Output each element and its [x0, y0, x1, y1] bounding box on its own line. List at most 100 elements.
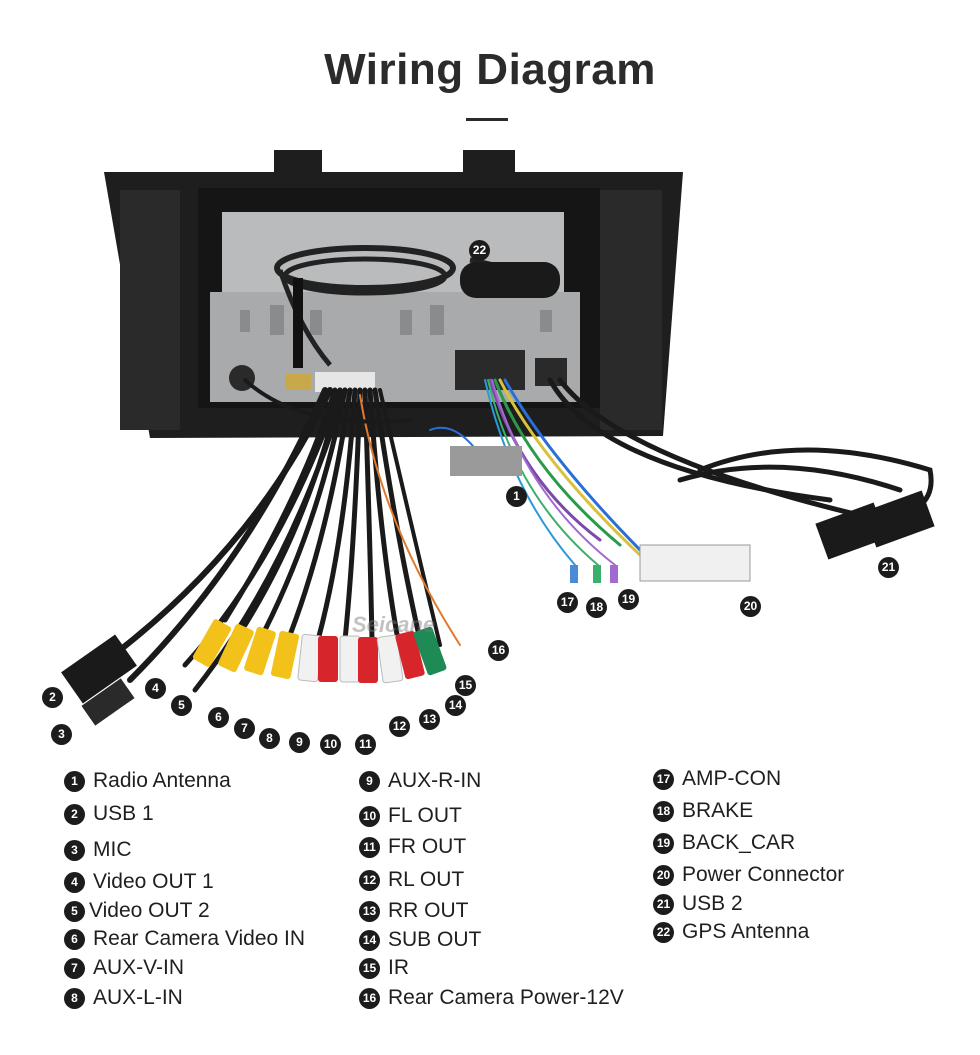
legend-number: 6 [64, 928, 85, 950]
legend-label: RR OUT [388, 899, 469, 922]
legend-number: 21 [653, 893, 674, 915]
callout-15: 15 [455, 675, 476, 696]
legend-item-aux-v-in: 7 AUX-V-IN [64, 954, 184, 982]
legend-number: 19 [653, 832, 674, 854]
callout-5: 5 [171, 695, 192, 716]
power-connector [639, 544, 751, 582]
legend-label: GPS Antenna [682, 920, 810, 943]
legend-number: 5 [64, 900, 85, 922]
callout-10: 10 [320, 734, 341, 755]
page-title: Wiring Diagram [324, 45, 656, 94]
legend-item-usb-2: 21 USB 2 [653, 890, 743, 918]
watermark: Seicane [352, 612, 436, 637]
legend-item-mic: 3 MIC [64, 836, 132, 864]
legend-number: 1 [64, 770, 85, 792]
usb1-plug [61, 634, 137, 704]
usb2-plugs [815, 490, 935, 560]
callout-16: 16 [488, 640, 509, 661]
legend-number: 13 [359, 900, 380, 922]
callout-21: 21 [878, 557, 899, 578]
callout-12: 12 [389, 716, 410, 737]
callout-13: 13 [419, 709, 440, 730]
legend-label: MIC [93, 838, 132, 861]
harness-wires [117, 377, 934, 693]
legend-label: Radio Antenna [93, 769, 231, 792]
legend-number: 10 [359, 805, 380, 827]
callout-2: 2 [42, 687, 63, 708]
legend-label: RL OUT [388, 868, 465, 891]
legend-number: 11 [359, 836, 380, 858]
callout-9: 9 [289, 732, 310, 753]
callout-19: 19 [618, 589, 639, 610]
callout-3: 3 [51, 724, 72, 745]
legend-item-rr-out: 13 RR OUT [359, 897, 469, 925]
legend-label: Rear Camera Power-12V [388, 986, 624, 1009]
legend-item-amp-con: 17 AMP-CON [653, 765, 781, 793]
legend-item-sub-out: 14 SUB OUT [359, 926, 481, 954]
legend-label: Power Connector [682, 863, 845, 886]
rca-plugs [192, 619, 447, 684]
legend-label: BACK_CAR [682, 831, 796, 854]
gps-antenna [274, 245, 560, 368]
legend-number: 14 [359, 929, 380, 951]
title-underline [466, 118, 508, 121]
legend-item-video-out-2: 5 Video OUT 2 [64, 897, 210, 925]
legend-number: 8 [64, 987, 85, 1009]
legend-label: AUX-R-IN [388, 769, 482, 792]
legend-number: 3 [64, 839, 85, 861]
legend-label: AMP-CON [682, 767, 782, 790]
callout-8: 8 [259, 728, 280, 749]
legend-number: 18 [653, 800, 674, 822]
legend-label: USB 2 [682, 892, 743, 915]
legend-item-usb-1: 2 USB 1 [64, 800, 154, 828]
legend-number: 20 [653, 864, 674, 886]
legend-number: 17 [653, 768, 674, 790]
legend-item-fr-out: 11 FR OUT [359, 833, 466, 861]
legend-item-video-out-1: 4 Video OUT 1 [64, 868, 214, 896]
legend-label: FR OUT [388, 835, 467, 858]
legend-item-rl-out: 12 RL OUT [359, 866, 464, 894]
legend-label: SUB OUT [388, 928, 482, 951]
legend-item-brake: 18 BRAKE [653, 797, 753, 825]
legend-label: IR [388, 956, 409, 979]
callout-1: 1 [506, 486, 527, 507]
legend-number: 16 [359, 987, 380, 1009]
callout-22: 22 [469, 240, 490, 261]
callout-4: 4 [145, 678, 166, 699]
legend-label: AUX-V-IN [93, 956, 185, 979]
legend-label: Video OUT 1 [93, 870, 214, 893]
legend-item-fl-out: 10 FL OUT [359, 802, 462, 830]
legend-item-radio-antenna: 1 Radio Antenna [64, 767, 231, 795]
callout-11: 11 [355, 734, 376, 755]
signal-wire-tips [570, 565, 618, 583]
legend-number: 4 [64, 871, 85, 893]
legend-item-gps-antenna: 22 GPS Antenna [653, 918, 809, 946]
legend-number: 7 [64, 957, 85, 979]
callout-7: 7 [234, 718, 255, 739]
legend-item-back-car: 19 BACK_CAR [653, 829, 795, 857]
legend-item-aux-l-in: 8 AUX-L-IN [64, 984, 183, 1012]
legend-item-rear-camera-video-in: 6 Rear Camera Video IN [64, 925, 305, 953]
legend-label: USB 1 [93, 802, 154, 825]
legend-number: 9 [359, 770, 380, 792]
callout-18: 18 [586, 597, 607, 618]
legend-number: 12 [359, 869, 380, 891]
mic-jack [81, 678, 135, 726]
callout-17: 17 [557, 592, 578, 613]
legend-number: 22 [653, 921, 674, 943]
callout-6: 6 [208, 707, 229, 728]
legend-label: BRAKE [682, 799, 754, 822]
legend-label: Rear Camera Video IN [93, 927, 306, 950]
legend-label: FL OUT [388, 804, 462, 827]
legend-number: 15 [359, 957, 380, 979]
legend-item-ir: 15 IR [359, 954, 409, 982]
radio-antenna-plug [450, 446, 522, 476]
legend-label: Video OUT 2 [89, 899, 210, 922]
callout-20: 20 [740, 596, 761, 617]
callout-14: 14 [445, 695, 466, 716]
legend-item-power-connector: 20 Power Connector [653, 861, 844, 889]
legend-item-rear-camera-power: 16 Rear Camera Power-12V [359, 984, 624, 1012]
legend-number: 2 [64, 803, 85, 825]
legend-label: AUX-L-IN [93, 986, 183, 1009]
